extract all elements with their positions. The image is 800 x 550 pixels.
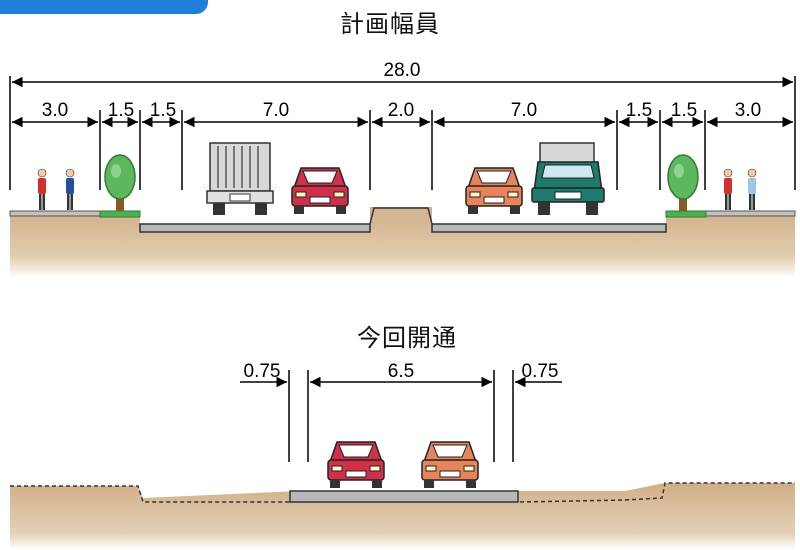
tree-icon: [667, 154, 699, 212]
seg-label-shoulder-left: 1.5: [150, 100, 176, 121]
left-sidewalk: [9, 210, 101, 217]
planned-width-title: 計画幅員: [340, 10, 440, 38]
current-section: 0.75 6.5 0.75: [10, 361, 795, 550]
current-label-carriageway: 6.5: [388, 361, 414, 382]
current-extension-lines: [288, 370, 514, 462]
seg-label-planting-left: 1.5: [108, 100, 134, 121]
seg-label-carriageway-left: 7.0: [263, 100, 289, 121]
right-planting-strip: [665, 210, 707, 218]
tree-icon: [104, 154, 136, 212]
planned-extension-lines: [9, 76, 796, 190]
truck-icon: [206, 142, 274, 215]
seg-label-sidewalk-left: 3.0: [42, 100, 68, 121]
total-width-label: 28.0: [384, 60, 421, 81]
seg-label-shoulder-right: 1.5: [626, 100, 652, 121]
right-sidewalk: [704, 210, 796, 217]
header-tab: [0, 0, 208, 14]
current-opening-title: 今回開通: [357, 324, 457, 352]
seg-label-sidewalk-right: 3.0: [735, 100, 761, 121]
seg-label-median: 2.0: [388, 100, 414, 121]
car-icon: [291, 167, 349, 215]
current-label-right: 0.75: [522, 361, 559, 382]
left-carriageway: [139, 223, 371, 233]
seg-label-planting-right: 1.5: [671, 100, 697, 121]
current-label-left: 0.75: [244, 361, 281, 382]
current-carriageway: [289, 490, 519, 503]
pedestrian-icon: [37, 168, 47, 211]
planned-section: 28.0 3.0 1.5 1.5 7.0 2.0 7.0 1.5 1.5 3.0: [9, 60, 796, 278]
seg-label-carriageway-right: 7.0: [511, 100, 537, 121]
planned-soil: [10, 207, 795, 278]
car-icon: [421, 441, 479, 489]
pedestrian-icon: [723, 168, 733, 211]
truck-icon: [531, 142, 605, 215]
left-planting-strip: [99, 210, 141, 218]
car-icon: [327, 441, 385, 489]
pedestrian-icon: [747, 168, 757, 211]
median: [369, 207, 433, 225]
car-icon: [465, 167, 523, 215]
pedestrian-icon: [65, 168, 75, 211]
right-carriageway: [431, 223, 667, 233]
planned-profile-outline: [10, 482, 795, 503]
